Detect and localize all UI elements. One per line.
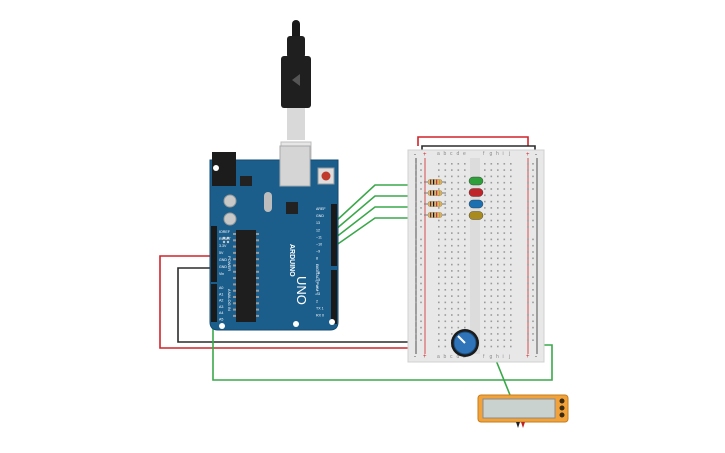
resistor	[427, 179, 443, 185]
digital-pin-label: 8	[316, 257, 318, 261]
column-letter: d	[457, 151, 460, 157]
power-pin-label: RESET	[219, 237, 232, 241]
digital-header-2	[331, 270, 337, 324]
arduino-board: ARDUINO UNO POWER ANALOG IN DIGITAL (PWM…	[209, 145, 339, 331]
column-letter: h	[496, 354, 499, 360]
column-letter: f	[483, 354, 485, 360]
power-pin-label: GND	[219, 258, 227, 262]
column-letter: a	[437, 354, 440, 360]
analog-pin-label: A3	[219, 305, 223, 309]
resistor	[427, 201, 443, 207]
power-pin-label: 5V	[219, 251, 224, 255]
resistor	[427, 212, 443, 218]
resistors	[424, 179, 446, 218]
column-letter: a	[437, 151, 440, 157]
led-yellow	[468, 211, 484, 220]
usb-port	[279, 145, 311, 187]
column-letter: e	[463, 151, 466, 157]
analog-section-label: ANALOG IN	[227, 289, 232, 311]
analog-pin-label: A1	[219, 292, 223, 296]
column-letter: j	[508, 354, 510, 360]
analog-pin-label: A0	[219, 286, 223, 290]
column-letter: c	[450, 151, 453, 157]
power-header	[211, 226, 217, 282]
rail-sign: -	[535, 354, 537, 360]
digital-pin-label: 2	[316, 299, 318, 303]
microcontroller-chip	[236, 230, 256, 322]
column-letter: b	[444, 151, 447, 157]
potentiometer	[451, 329, 479, 357]
digital-pin-label: ~3	[316, 292, 320, 296]
digital-pin-label: AREF	[316, 207, 326, 211]
column-letter: b	[444, 354, 447, 360]
led-green	[468, 176, 484, 186]
digital-header-1	[331, 204, 337, 266]
power-pin-label: IOREF	[219, 230, 231, 234]
probe-red-icon	[521, 422, 525, 428]
digital-pin-label: ~9	[316, 250, 320, 254]
column-letter: g	[490, 151, 493, 157]
column-letter: i	[503, 151, 504, 157]
digital-pin-label: ~11	[316, 235, 322, 239]
analog-pin-label: A2	[219, 299, 223, 303]
rail-sign: -	[414, 354, 416, 360]
rail-sign: +	[423, 152, 427, 158]
rail-sign: -	[535, 152, 537, 158]
rail-sign: -	[414, 152, 416, 158]
analog-header	[211, 284, 217, 322]
rail-sign: +	[526, 354, 530, 360]
power-pin-label: GND	[219, 265, 227, 269]
resistor	[427, 190, 443, 196]
multimeter	[477, 394, 569, 428]
column-letter: e	[463, 354, 466, 360]
probe-black-icon	[516, 422, 520, 428]
digital-pin-label: ~10	[316, 243, 322, 247]
reset-button	[321, 171, 331, 181]
rail-sign: +	[423, 354, 427, 360]
column-letter: d	[457, 354, 460, 360]
power-wire	[159, 136, 529, 349]
analog-pin-label: A4	[219, 311, 223, 315]
multimeter-dial-icon	[559, 398, 565, 404]
digital-pin-label: ~5	[316, 278, 320, 282]
column-letter: j	[508, 151, 510, 157]
brand-label: ARDUINO	[288, 244, 295, 277]
power-pin-label: 3.3V	[219, 244, 227, 248]
digital-pin-label: GND	[316, 214, 324, 218]
column-letter: i	[503, 354, 504, 360]
model-label: UNO	[294, 276, 309, 305]
column-letter: h	[496, 151, 499, 157]
digital-pin-label: 4	[316, 285, 318, 289]
digital-section-label: DIGITAL (PWM~)	[315, 264, 320, 296]
power-section-label: POWER	[227, 256, 232, 271]
digital-pin-label: 7	[316, 264, 318, 268]
digital-pin-label: RX 0	[316, 314, 324, 318]
analog-pin-label: A5	[219, 318, 223, 322]
led-red	[468, 188, 484, 197]
leds	[468, 176, 484, 220]
digital-pin-label: ~6	[316, 271, 320, 275]
rail-sign: +	[526, 152, 530, 158]
digital-pin-label: 13	[316, 221, 320, 225]
column-letter: f	[483, 151, 485, 157]
led-blue	[468, 199, 484, 209]
digital-pin-label: 12	[316, 228, 320, 232]
digital-pin-label: TX 1	[316, 306, 324, 310]
column-letter: g	[490, 354, 493, 360]
power-pin-label: Vin	[219, 272, 224, 276]
column-letter: c	[450, 354, 453, 360]
multimeter-display	[482, 398, 556, 419]
